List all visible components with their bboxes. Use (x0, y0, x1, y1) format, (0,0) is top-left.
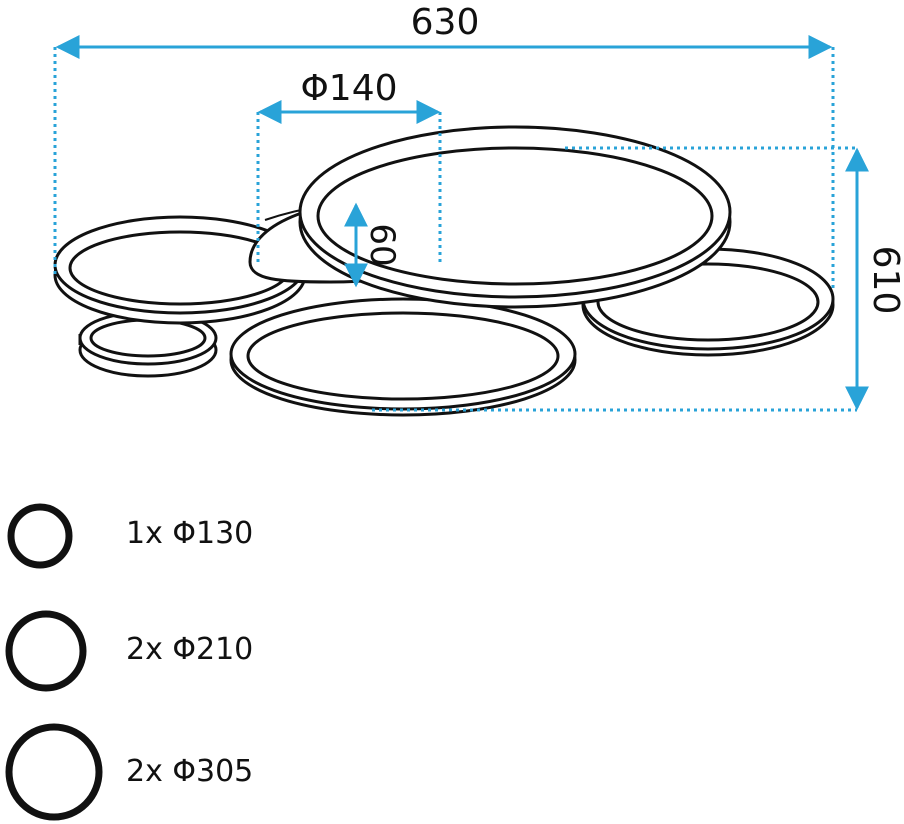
ring-small (78, 310, 218, 378)
legend-label-medium: 2x Φ210 (126, 632, 254, 667)
legend-label-small: 1x Φ130 (126, 516, 254, 551)
width-label: 630 (411, 2, 480, 43)
ring-upper-left (53, 215, 307, 325)
ring-icon-small (7, 503, 73, 569)
lamp-drawing (53, 125, 835, 417)
legend-label-large: 2x Φ305 (126, 754, 254, 789)
base-height-label: 60 (362, 223, 402, 266)
ring-icon-large (5, 723, 103, 821)
legend-icons (5, 503, 103, 821)
depth-label: 610 (865, 246, 904, 315)
center-diameter-label: Φ140 (300, 68, 397, 109)
ring-icon-medium (5, 610, 87, 692)
dimension-lines (53, 35, 869, 412)
ring-top (298, 125, 732, 309)
ring-bottom-middle (229, 297, 577, 417)
